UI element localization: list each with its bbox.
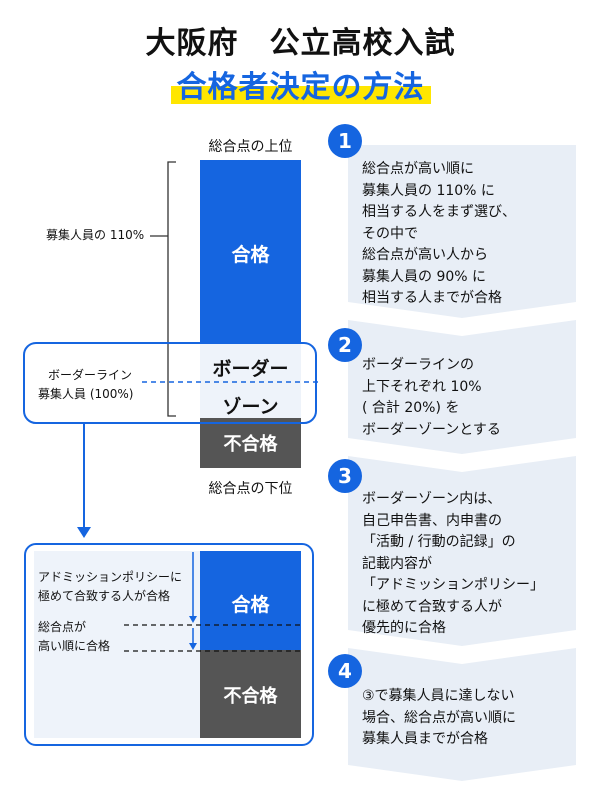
bottom-rank-label: 総合点の下位 xyxy=(208,481,293,497)
pass-label: 合格 xyxy=(231,244,270,266)
page-title: 大阪府 公立高校入試 xyxy=(145,26,456,61)
step-number-3: 3 xyxy=(328,459,362,493)
step-1-line: 募集人員の 90% に xyxy=(362,268,487,285)
step-panel-2 xyxy=(348,320,576,454)
step-2-line: ボーダーラインの xyxy=(362,357,474,373)
step-3-line: 優先的に合格 xyxy=(362,620,446,636)
score-arrow-head xyxy=(189,643,197,650)
flow-arrow-head xyxy=(77,527,91,538)
bracket-110-line xyxy=(167,161,176,417)
lower-pass-bar xyxy=(200,551,301,650)
step-panel-4 xyxy=(348,648,576,781)
step-2-line: ボーダーゾーンとする xyxy=(362,421,501,438)
step-3-line: ボーダーゾーン内は、 xyxy=(362,491,502,507)
step-number-4: 4 xyxy=(328,654,362,688)
step-1-line: 相当する人をまず選び、 xyxy=(362,204,516,220)
step-4-line: ③で募集人員に達しない xyxy=(362,688,515,704)
step-1-line: その中で xyxy=(362,225,418,242)
step-panel-1 xyxy=(348,145,576,318)
step-text-1: 総合点が高い順に 募集人員の 110% に 相当する人をまず選び、 その中で 総… xyxy=(362,159,572,310)
lower-fail-bar xyxy=(200,650,301,738)
step-1-line: 募集人員の 110% に xyxy=(362,182,495,199)
step-1-line: 相当する人までが合格 xyxy=(362,290,502,306)
lower-fail-label: 不合格 xyxy=(223,686,278,707)
policy-label-2: 極めて合致する人が合格 xyxy=(38,589,171,603)
score-label-1: 総合点が xyxy=(38,620,87,634)
policy-arrow-head xyxy=(189,616,197,623)
pass-bar xyxy=(200,160,301,344)
step-3-line: 「活動 / 行動の記録」の xyxy=(362,534,516,550)
step-3-line: 自己申告書、内申書の xyxy=(362,512,502,529)
border-zone-bar xyxy=(200,344,301,418)
step-1-line: 総合点が高い順に xyxy=(362,161,474,177)
score-label-2: 高い順に合格 xyxy=(38,639,111,653)
step-1-line: 総合点が高い人から xyxy=(362,247,488,263)
subtitle-wrap: 合格者決定の方法 xyxy=(0,62,601,106)
step-text-2: ボーダーラインの 上下それぞれ 10% ( 合計 20%) を ボーダーゾーンと… xyxy=(362,355,572,441)
policy-label-1: アドミッションポリシーに xyxy=(38,570,183,584)
page-subtitle: 合格者決定の方法 xyxy=(170,62,431,106)
step-text-4: ③で募集人員に達しない 場合、総合点が高い順に 募集人員までが合格 xyxy=(362,686,572,751)
step-2-line: 上下それぞれ 10% xyxy=(362,378,482,395)
border-zone-outline xyxy=(23,342,317,424)
step-text-3: ボーダーゾーン内は、 自己申告書、内申書の 「活動 / 行動の記録」の 記載内容… xyxy=(362,489,572,640)
step-panel-3 xyxy=(348,456,576,646)
border-line-sublabel: 募集人員 (100%) xyxy=(38,387,134,401)
step-number-1: 1 xyxy=(328,124,362,158)
border-line-label: ボーダーライン xyxy=(48,368,133,382)
border-zone-label-1: ボーダー xyxy=(212,358,289,380)
fail-label: 不合格 xyxy=(223,434,278,455)
bracket-110-label: 募集人員の 110% xyxy=(46,228,145,242)
step-4-line: 募集人員までが合格 xyxy=(362,731,488,747)
step-3-line: に極めて合致する人が xyxy=(362,598,502,615)
fail-bar xyxy=(200,418,301,468)
step-number-2: 2 xyxy=(328,328,362,362)
step-2-line: ( 合計 20%) を xyxy=(362,400,460,416)
top-rank-label: 総合点の上位 xyxy=(208,139,293,155)
step-3-line: 「アドミッションポリシー」 xyxy=(362,577,544,593)
border-zone-label-2: ゾーン xyxy=(222,396,279,418)
step-3-line: 記載内容が xyxy=(362,555,432,572)
step-4-line: 場合、総合点が高い順に xyxy=(362,709,516,726)
lower-pass-label: 合格 xyxy=(231,594,270,616)
